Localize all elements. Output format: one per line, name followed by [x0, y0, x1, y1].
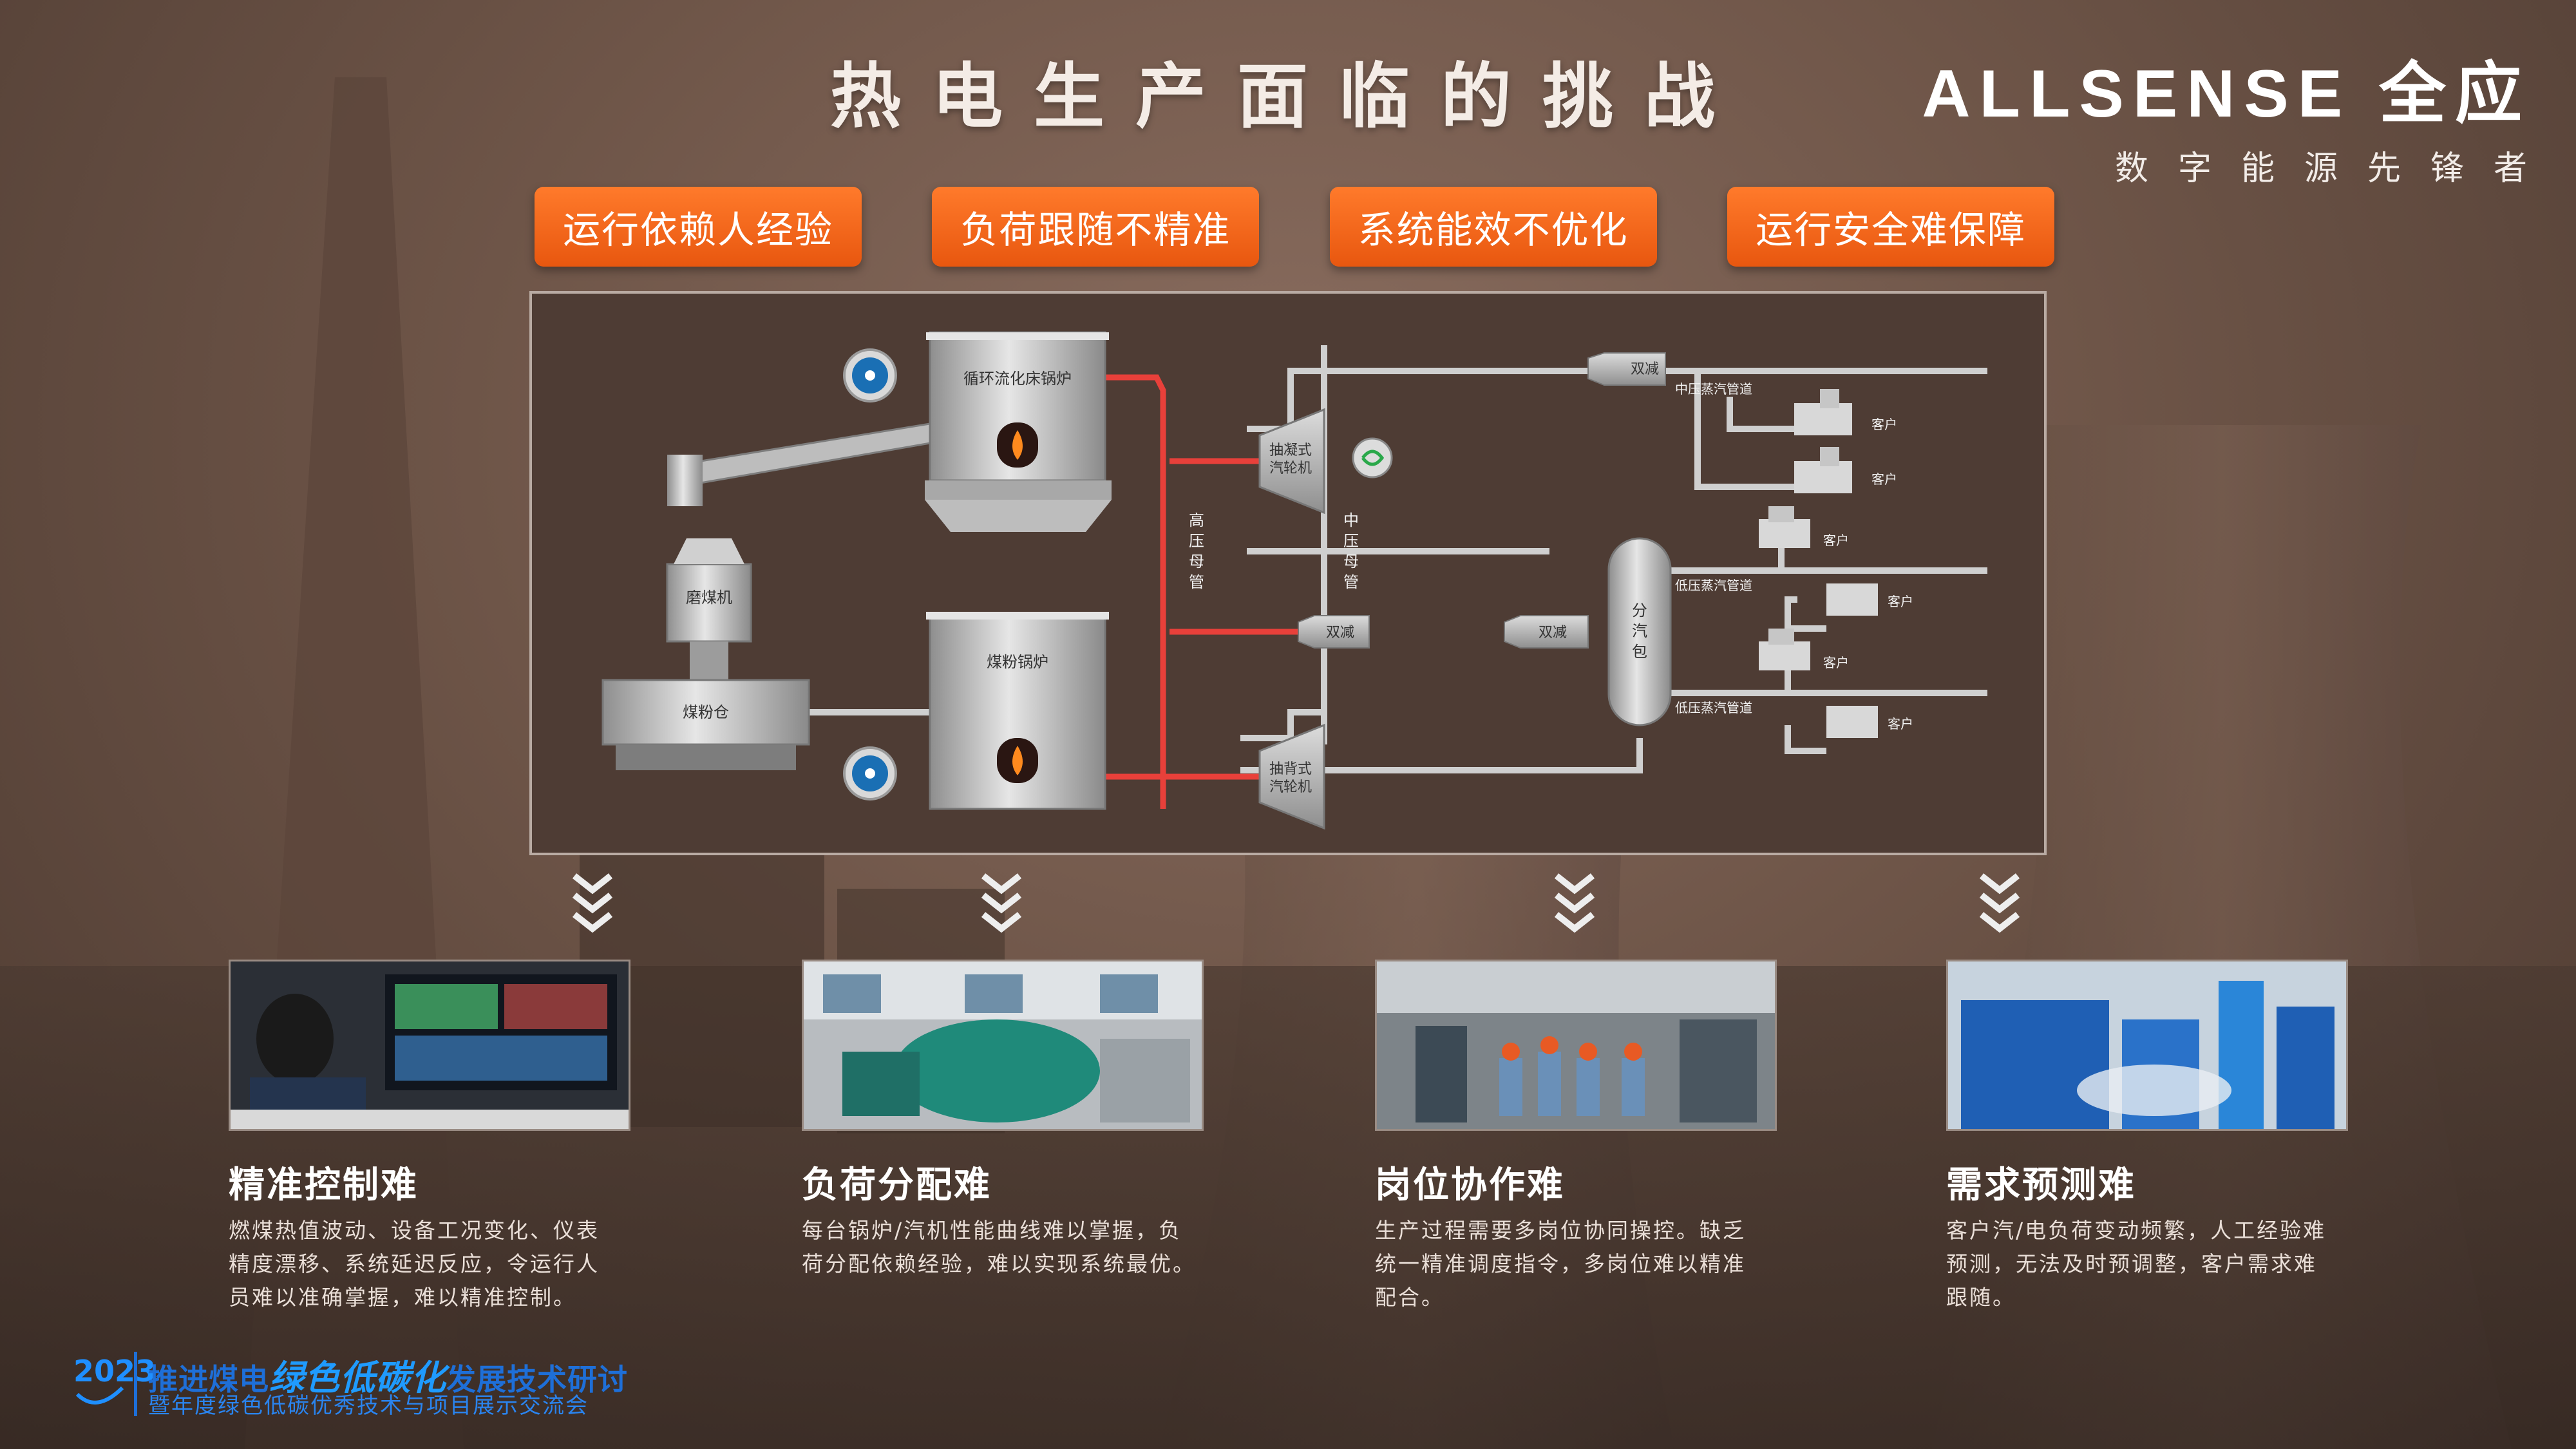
svg-text:包: 包: [1632, 643, 1647, 661]
svg-text:汽轮机: 汽轮机: [1269, 460, 1312, 477]
flame-icon: [1012, 746, 1023, 775]
mp-header-label: 中 压 母 管: [1343, 511, 1359, 591]
svg-text:抽凝式: 抽凝式: [1269, 442, 1312, 459]
lp-pipe-label-1: 低压蒸汽管道: [1675, 578, 1752, 593]
event-subtitle: 暨年度绿色低碳优秀技术与项目展示交流会: [148, 1393, 589, 1419]
hp-header-label: 高 压 母 管: [1189, 511, 1204, 591]
factory-icon: [1794, 389, 1852, 435]
tab-operation-experience[interactable]: 运行依赖人经验: [535, 187, 862, 267]
card-desc-forecast: 客户汽/电负荷变动频繁，人工经验难预测，无法及时预调整，客户需求难跟随。: [1946, 1218, 2327, 1310]
svg-text:双减: 双减: [1631, 361, 1659, 377]
process-diagram: 循环流化床锅炉 磨煤机 煤粉仓 煤粉锅炉 高 压 母 管: [529, 291, 2047, 855]
svg-text:双减: 双减: [1539, 625, 1567, 641]
card-title-control: 精准控制难: [229, 1164, 419, 1206]
svg-text:汽轮机: 汽轮机: [1269, 779, 1312, 795]
card-desc-load: 每台锅炉/汽机性能曲线难以掌握，负荷分配依赖经验，难以实现系统最优。: [802, 1218, 1196, 1276]
customer-group: 客户 客户 客户 客户 客户 客户: [1759, 389, 1913, 738]
brand-block: ALLSENSE 全应 数字能源先锋者: [1922, 39, 2531, 189]
control-room-photo: [229, 960, 630, 1131]
tab-load-following[interactable]: 负荷跟随不精准: [932, 187, 1260, 267]
svg-text:2023: 2023: [73, 1354, 156, 1388]
svg-text:压: 压: [1343, 532, 1359, 550]
building-icon: [1759, 629, 1810, 670]
fan-icon: [843, 746, 897, 800]
desuperheater-1: 双减: [1298, 615, 1370, 649]
card-desc-control: 燃煤热值波动、设备工况变化、仪表精度漂移、系统延迟反应，令运行人员难以准确掌握，…: [229, 1218, 600, 1310]
svg-text:客户: 客户: [1888, 594, 1913, 609]
desuperheater-2: 双减: [1504, 615, 1589, 649]
svg-text:高: 高: [1189, 511, 1204, 529]
process-diagram-svg: 循环流化床锅炉 磨煤机 煤粉仓 煤粉锅炉 高 压 母 管: [601, 331, 1987, 830]
tab-system-efficiency[interactable]: 系统能效不优化: [1329, 187, 1657, 267]
desuperheater-3: 双减: [1587, 352, 1666, 386]
card-desc-collab: 生产过程需要多岗位协同操控。缺乏统一精准调度指令，多岗位难以精准配合。: [1375, 1218, 1746, 1310]
mp-pipe-label: 中压蒸汽管道: [1675, 381, 1752, 397]
brand-logo-text: ALLSENSE 全应: [1922, 57, 2531, 131]
svg-text:中: 中: [1343, 511, 1359, 529]
svg-text:客户: 客户: [1888, 716, 1913, 732]
cfb-boiler: 循环流化床锅炉: [925, 331, 1112, 532]
card-title-collab: 岗位协作难: [1375, 1164, 1565, 1206]
steam-drum: 分 汽 包: [1607, 537, 1672, 726]
svg-text:抽背式: 抽背式: [1269, 761, 1312, 777]
svg-text:客户: 客户: [1871, 471, 1897, 487]
event-logo-icon: 2023: [73, 1354, 156, 1405]
svg-text:双减: 双减: [1326, 625, 1354, 641]
pc-boiler-label: 煤粉锅炉: [987, 653, 1048, 671]
svg-text:管: 管: [1343, 573, 1359, 591]
coal-bin: 煤粉仓: [601, 679, 810, 770]
coal-mill: 磨煤机: [666, 538, 752, 680]
down-arrows: [0, 871, 2576, 942]
flame-icon: [1012, 430, 1023, 460]
turbine-hall-photo: [802, 960, 1204, 1131]
chevron-down-icon: [1979, 873, 2020, 933]
svg-text:分: 分: [1632, 601, 1647, 620]
fan-icon: [843, 348, 897, 402]
lp-pipe-label-2: 低压蒸汽管道: [1675, 700, 1752, 715]
svg-text:汽: 汽: [1632, 622, 1647, 640]
brand-slogan: 数字能源先锋者: [2114, 149, 2557, 188]
page-title: 热电生产面临的挑战: [830, 55, 1746, 138]
tab-operation-safety[interactable]: 运行安全难保障: [1727, 187, 2054, 267]
pc-boiler: 煤粉锅炉: [926, 612, 1109, 810]
factory-icon: [1826, 583, 1878, 616]
chevron-down-icon: [1554, 873, 1595, 933]
svg-text:压: 压: [1189, 532, 1204, 550]
card-title-load: 负荷分配难: [802, 1164, 992, 1206]
coal-bin-label: 煤粉仓: [683, 703, 729, 721]
coal-mill-label: 磨煤机: [686, 589, 732, 607]
chevron-down-icon: [981, 873, 1022, 933]
svg-text:管: 管: [1189, 573, 1204, 591]
footer-divider: [134, 1352, 137, 1416]
event-footer: 2023 推进煤电绿色低碳化发展技术研讨 暨年度绿色低碳优秀技术与项目展示交流会: [71, 1343, 650, 1426]
svg-text:客户: 客户: [1823, 655, 1849, 670]
svg-text:客户: 客户: [1823, 533, 1849, 548]
building-icon: [1759, 506, 1810, 548]
event-title: 推进煤电绿色低碳化发展技术研讨: [148, 1358, 628, 1398]
card-title-forecast: 需求预测难: [1946, 1164, 2136, 1206]
svg-text:母: 母: [1189, 553, 1204, 571]
generator-icon: [1352, 437, 1393, 478]
boiler-plant-photo: [1946, 960, 2348, 1131]
chevron-down-icon: [572, 873, 613, 933]
cfb-boiler-label: 循环流化床锅炉: [963, 370, 1072, 388]
backpressure-turbine: 抽背式 汽轮机: [1258, 723, 1325, 830]
condensing-turbine: 抽凝式 汽轮机: [1258, 408, 1393, 515]
svg-text:母: 母: [1343, 553, 1359, 571]
workers-photo: [1375, 960, 1777, 1131]
factory-icon: [1794, 447, 1852, 493]
factory-icon: [1826, 706, 1878, 738]
high-pressure-pipes: [1105, 374, 1305, 809]
coal-conveyor: [667, 421, 939, 506]
challenge-tabs: 运行依赖人经验 负荷跟随不精准 系统能效不优化 运行安全难保障: [535, 187, 2054, 267]
svg-text:客户: 客户: [1871, 417, 1897, 432]
